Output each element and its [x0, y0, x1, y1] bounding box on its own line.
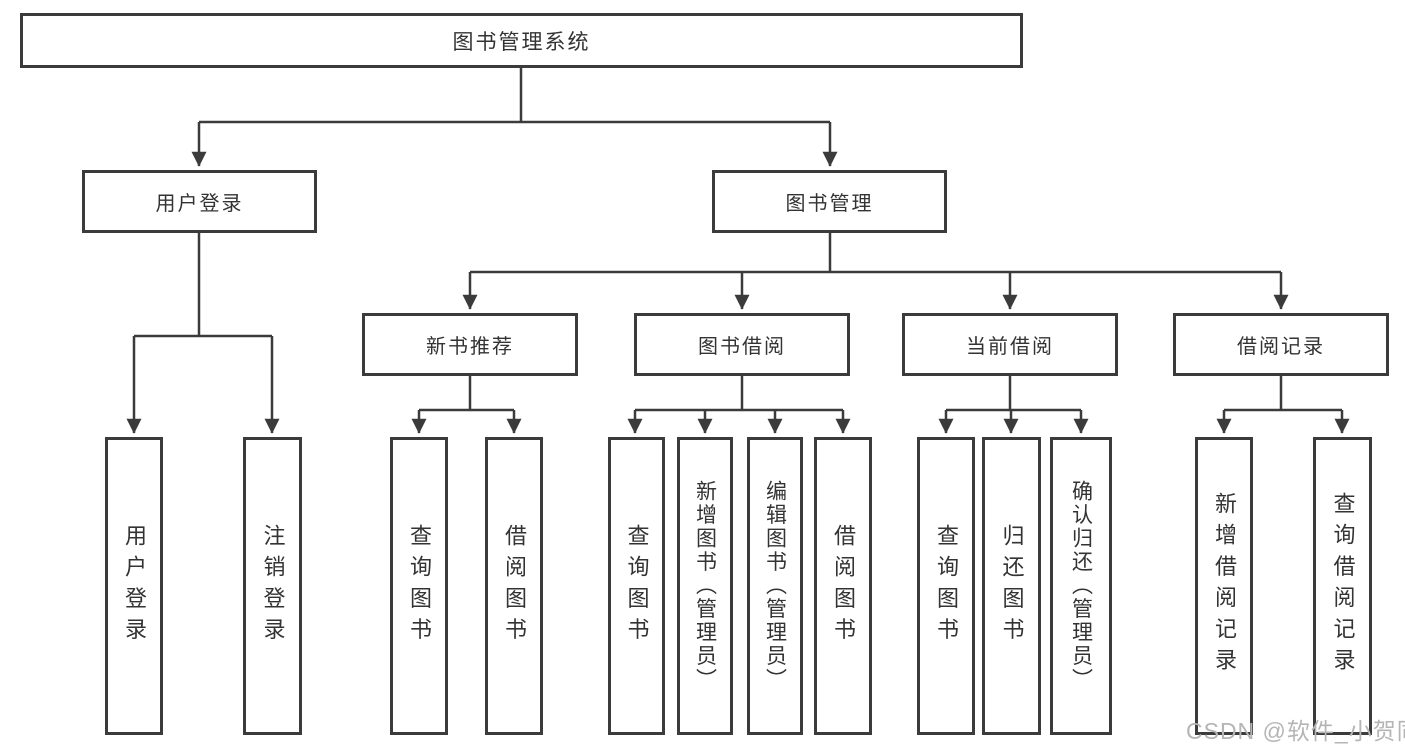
leaf-borrow-books: 借阅图书 [814, 437, 872, 735]
leaf-label: 查询图书 [624, 523, 650, 649]
node-book-borrowing: 图书借阅 [634, 313, 850, 376]
leaf-logout: 注销登录 [243, 437, 302, 735]
leaf-label: 新增借阅记录 [1212, 492, 1237, 680]
node-new-book-recommendation: 新书推荐 [362, 313, 578, 376]
node-library-management-system: 图书管理系统 [20, 13, 1023, 68]
node-user-login: 用户登录 [82, 170, 317, 233]
leaf-label: 查询借阅记录 [1330, 492, 1356, 680]
leaf-add-books-admin: 新增图书（管理员） [677, 437, 733, 735]
leaf-label: 新增图书（管理员） [693, 480, 717, 692]
node-label: 新书推荐 [426, 336, 514, 358]
node-current-borrowing: 当前借阅 [902, 313, 1118, 376]
node-label: 图书管理 [785, 193, 874, 215]
leaf-label: 注销登录 [260, 523, 286, 649]
leaf-borrow-books-recommend: 借阅图书 [485, 437, 543, 735]
leaf-label: 查询图书 [934, 523, 959, 649]
node-book-management: 图书管理 [712, 170, 947, 233]
leaf-add-borrow-record: 新增借阅记录 [1195, 437, 1253, 735]
node-borrowing-records: 借阅记录 [1173, 313, 1389, 376]
node-label: 当前借阅 [966, 336, 1054, 358]
leaf-label: 查询图书 [407, 523, 432, 649]
leaf-edit-books-admin: 编辑图书（管理员） [747, 437, 803, 735]
node-label: 图书管理系统 [452, 30, 591, 54]
leaf-user-login: 用户登录 [105, 437, 163, 735]
node-label: 图书借阅 [698, 336, 786, 358]
node-label: 借阅记录 [1237, 336, 1325, 358]
leaf-label: 用户登录 [122, 523, 147, 649]
leaf-query-books-current: 查询图书 [917, 437, 975, 735]
leaf-label: 归还图书 [999, 523, 1025, 649]
leaf-return-books: 归还图书 [982, 437, 1041, 735]
leaf-label: 借阅图书 [831, 523, 856, 649]
leaf-query-books-borrowing: 查询图书 [608, 437, 665, 735]
leaf-query-borrow-record: 查询借阅记录 [1313, 437, 1372, 735]
leaf-label: 确认归还（管理员） [1069, 480, 1093, 692]
leaf-label: 编辑图书（管理员） [763, 480, 787, 692]
node-label: 用户登录 [155, 193, 244, 215]
leaf-query-books-recommend: 查询图书 [390, 437, 448, 735]
leaf-confirm-return-admin: 确认归还（管理员） [1050, 437, 1112, 735]
csdn-watermark: CSDN @软件_小贺同学 [1186, 718, 1405, 744]
leaf-label: 借阅图书 [502, 523, 527, 649]
